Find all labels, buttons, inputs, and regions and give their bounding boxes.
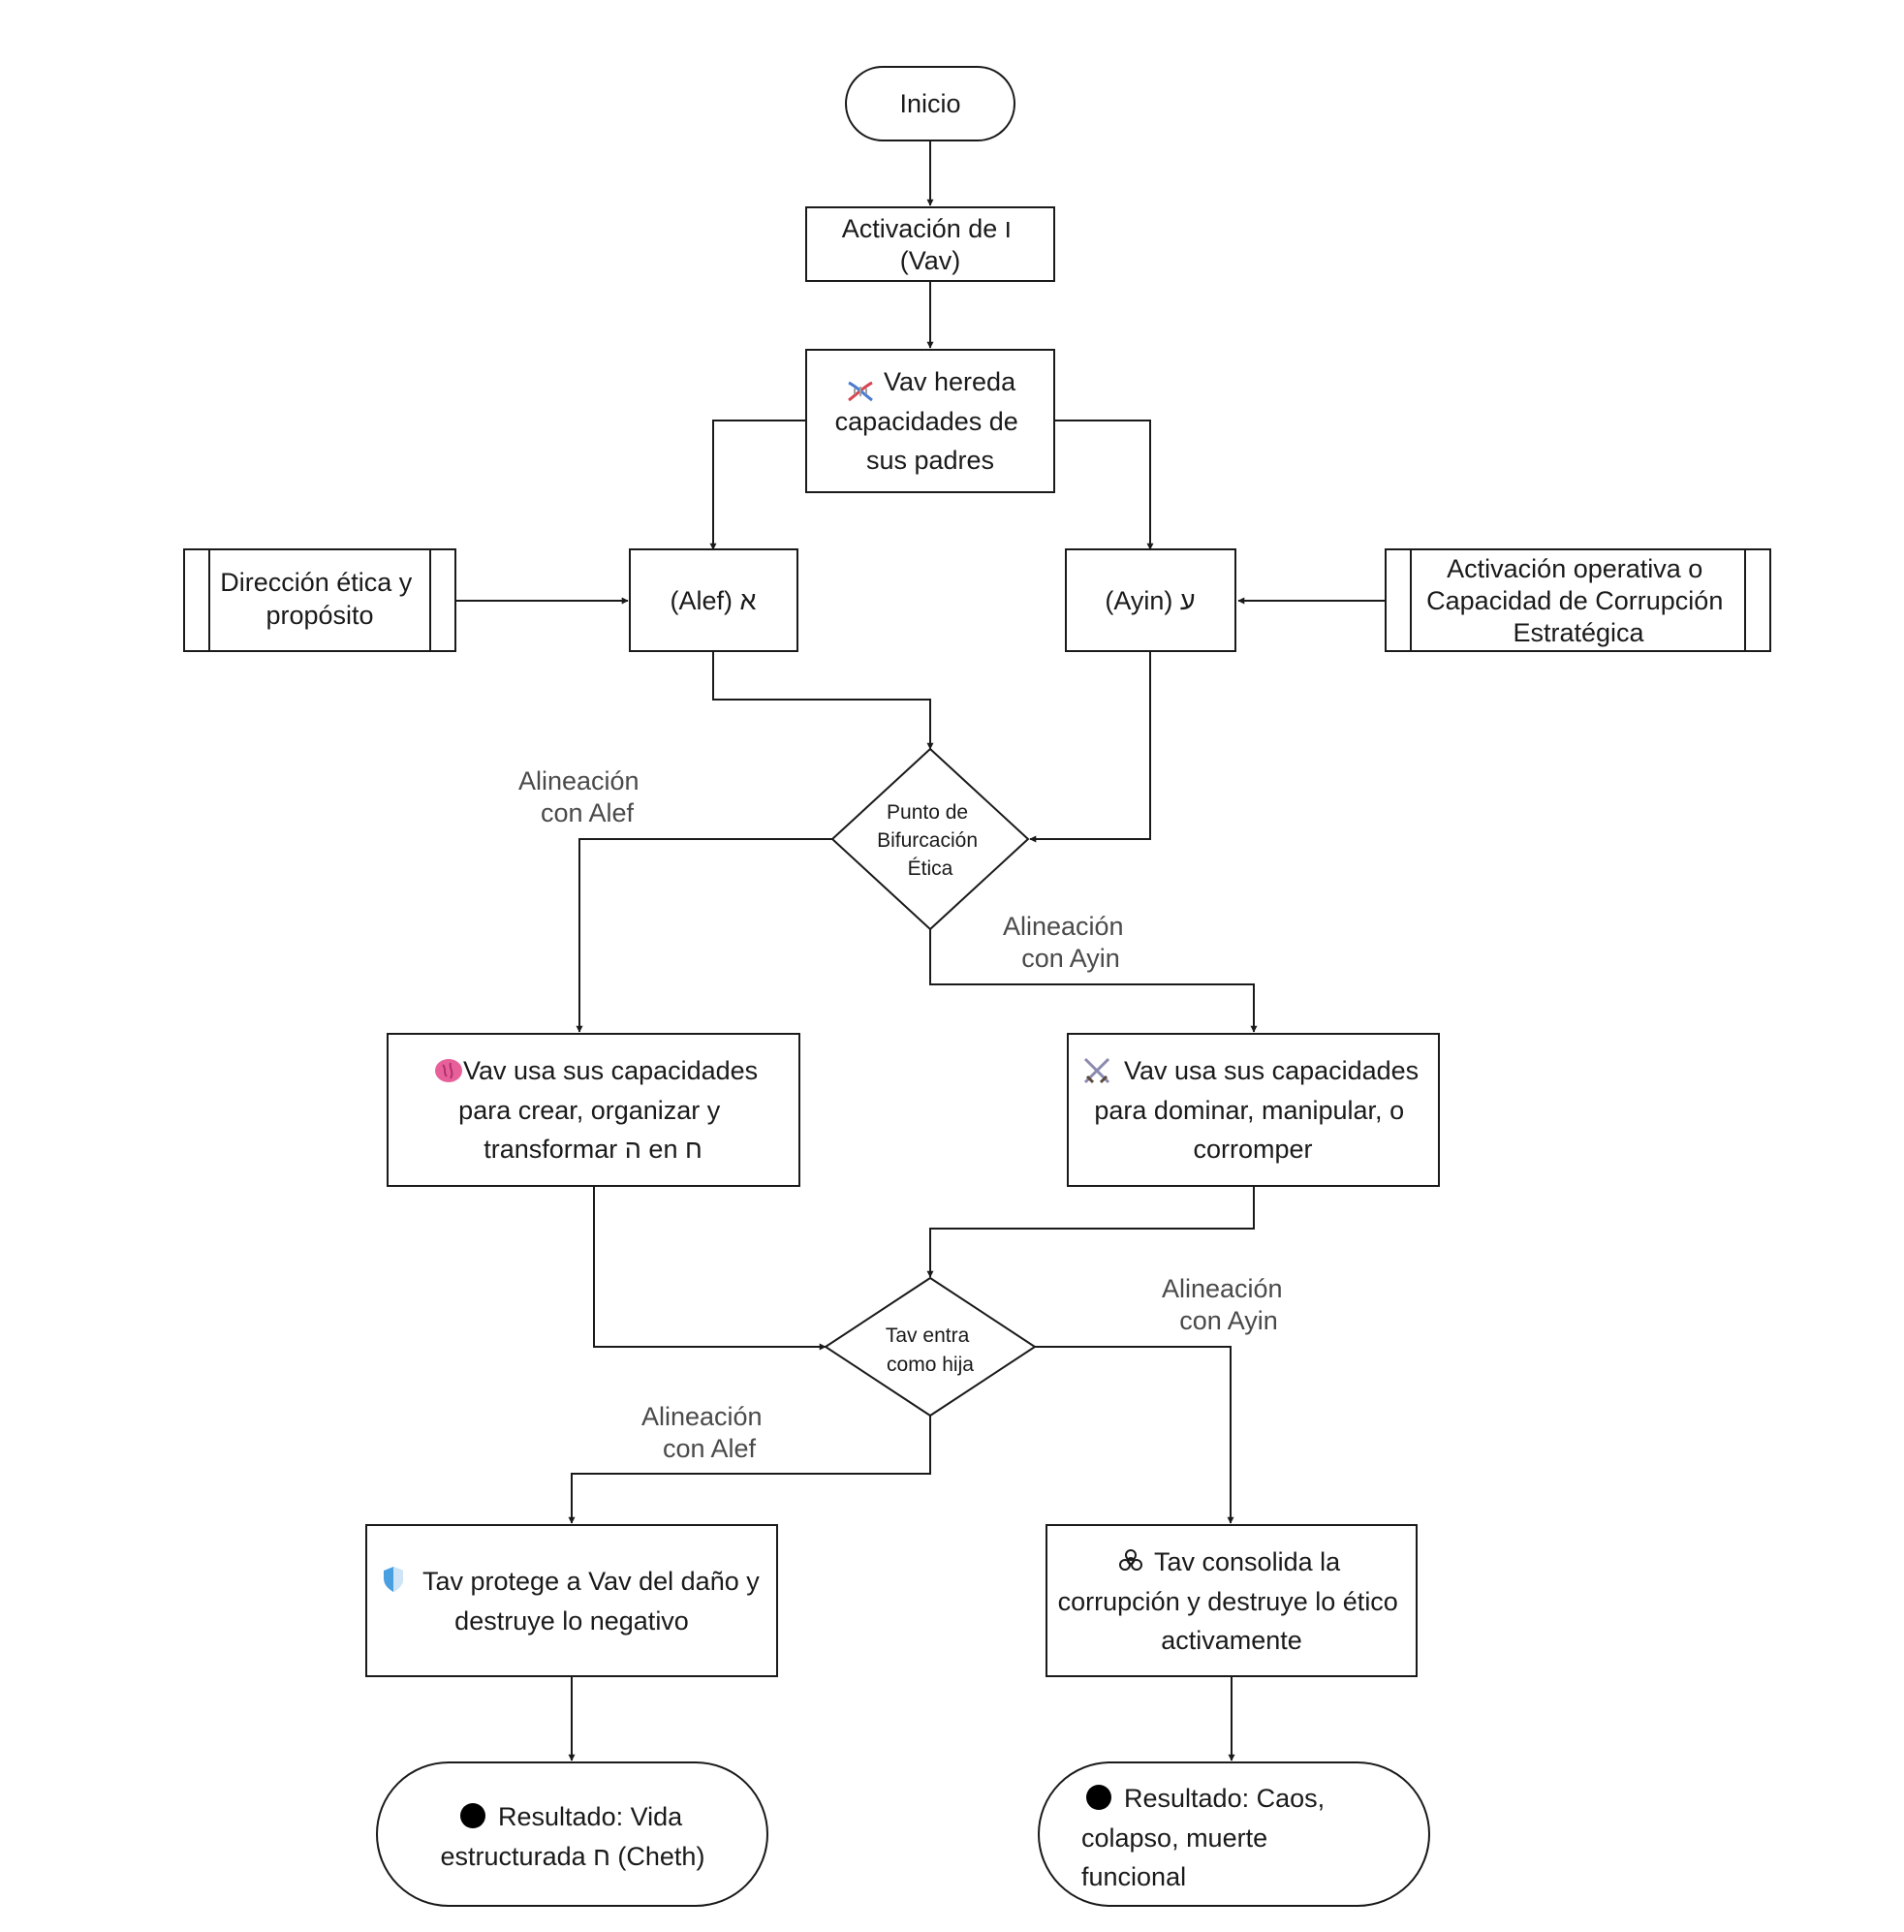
node-ethical-direction: Dirección ética y propósito [183, 548, 456, 652]
node-inherit: Vav hereda capacidades de sus padres [805, 349, 1055, 493]
edge-label-tav-alef: Alineación con Alef [641, 1402, 769, 1463]
edge-alef-to-bifurcation [712, 651, 934, 750]
node-inherit-label: Vav hereda capacidades de sus padres [835, 367, 1026, 475]
crossed-swords-icon [1083, 1057, 1110, 1084]
node-tav: Tav entra como hija [824, 1276, 1037, 1418]
node-result-chaos: Resultado: Caos, colapso, muerte funcion… [1038, 1761, 1430, 1907]
node-ethical-direction-label: Dirección ética y propósito [220, 568, 420, 630]
node-ayin-label: (Ayin) ע [1105, 586, 1195, 615]
edge-tav-to-consolidate [1035, 1346, 1234, 1524]
node-activation-label: Activación de ו (Vav) [842, 214, 1019, 275]
shield-icon [384, 1567, 403, 1592]
node-start: Inicio [845, 66, 1015, 141]
node-dominate: Vav usa sus capacidades para dominar, ma… [1067, 1033, 1440, 1187]
edge-inherit-to-ayin [1054, 420, 1154, 550]
edge-bifurcation-to-dominate [929, 929, 1258, 1033]
node-result-life-label: Resultado: Vida estructurada ח (Cheth) [441, 1802, 705, 1871]
node-result-chaos-label: Resultado: Caos, colapso, muerte funcion… [1081, 1784, 1332, 1891]
edges [455, 141, 1386, 1761]
edge-dominate-to-tav [926, 1187, 1255, 1278]
edge-bifurcation-to-create [576, 838, 832, 1033]
node-alef-label: (Alef) א [671, 586, 757, 615]
node-operational: Activación operativa o Capacidad de Corr… [1385, 548, 1771, 652]
node-ayin: (Ayin) ע [1065, 548, 1236, 652]
node-tav-label: Tav entra como hija [886, 1324, 975, 1376]
node-dominate-label: Vav usa sus capacidades para dominar, ma… [1094, 1056, 1425, 1164]
node-activation: Activación de ו (Vav) [805, 206, 1055, 282]
node-bifurcation-label: Punto de Bifurcación Ética [877, 801, 983, 880]
node-bifurcation: Punto de Bifurcación Ética [830, 747, 1030, 931]
edge-tav-to-protect [568, 1416, 931, 1524]
edge-label-bifurcation-alef: Alineación con Alef [518, 766, 646, 827]
node-create: Vav usa sus capacidades para crear, orga… [387, 1033, 800, 1187]
brain-icon [435, 1059, 462, 1082]
black-circle-icon [460, 1803, 485, 1828]
node-alef: (Alef) א [629, 548, 798, 652]
edge-ayin-to-bifurcation [1029, 651, 1151, 843]
node-protect-label: Tav protege a Vav del daño y destruye lo… [422, 1567, 766, 1636]
edge-inherit-to-alef [709, 420, 806, 550]
edge-create-to-tav [593, 1187, 827, 1351]
node-create-label: Vav usa sus capacidades para crear, orga… [458, 1056, 765, 1164]
dna-icon [848, 381, 873, 402]
node-protect: Tav protege a Vav del daño y destruye lo… [365, 1524, 778, 1677]
node-start-label: Inicio [899, 89, 960, 118]
black-circle-icon [1086, 1785, 1111, 1810]
node-operational-label: Activación operativa o Capacidad de Corr… [1426, 554, 1731, 647]
node-consolidate: Tav consolida la corrupción y destruye l… [1046, 1524, 1418, 1677]
biohazard-icon [1119, 1549, 1142, 1571]
edge-label-bifurcation-ayin: Alineación con Ayin [1003, 912, 1131, 973]
edge-label-tav-ayin: Alineación con Ayin [1162, 1274, 1290, 1335]
node-result-life: Resultado: Vida estructurada ח (Cheth) [376, 1761, 768, 1907]
node-consolidate-label: Tav consolida la corrupción y destruye l… [1058, 1547, 1406, 1655]
edge-labels: Alineación con Alef Alineación con Ayin … [518, 766, 1290, 1463]
